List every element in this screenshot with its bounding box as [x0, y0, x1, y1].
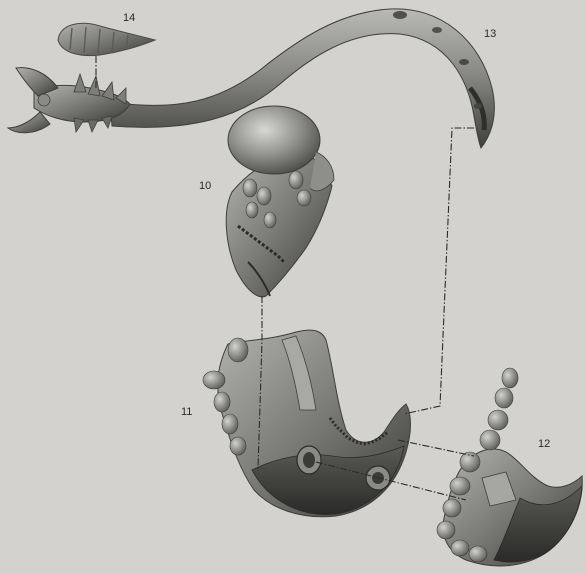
part-label-10: 10 — [199, 180, 211, 192]
part-label-12: 12 — [538, 438, 550, 450]
part-10-head — [226, 106, 334, 297]
part-14-fin — [58, 23, 155, 55]
part-label-14: 14 — [123, 12, 135, 24]
leader-13-to-11 — [404, 128, 474, 414]
part-12-jaw-piece — [437, 368, 582, 566]
leader-11-to-12-upper — [398, 440, 474, 456]
part-label-13: 13 — [484, 28, 496, 40]
part-label-11: 11 — [181, 406, 192, 418]
part-11-jaw — [203, 330, 411, 517]
